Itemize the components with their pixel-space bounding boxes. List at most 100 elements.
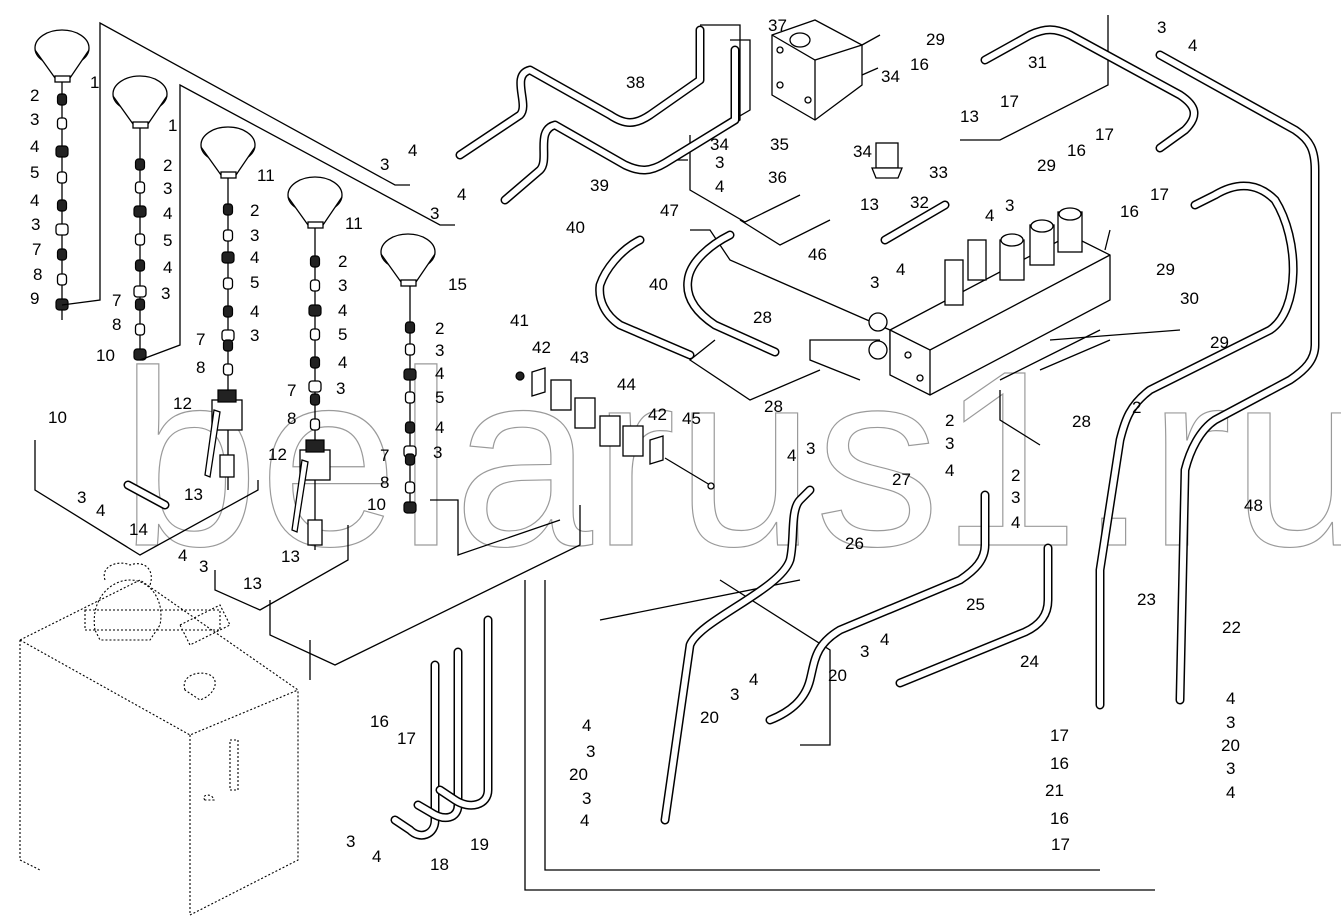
callout-4: 4 (435, 418, 444, 437)
callout-47: 47 (660, 201, 679, 220)
fitting (56, 248, 68, 261)
callout-7: 7 (112, 291, 121, 310)
fitting (222, 229, 234, 242)
callout-3: 3 (430, 204, 439, 223)
ball-valve-12b (291, 439, 331, 546)
callout-16: 16 (370, 712, 389, 731)
callout-17: 17 (1051, 835, 1070, 854)
fitting (309, 393, 321, 406)
fitting (56, 199, 68, 212)
callout-3: 3 (1226, 713, 1235, 732)
callout-33: 33 (929, 163, 948, 182)
callout-3: 3 (161, 284, 170, 303)
callout-12: 12 (173, 394, 192, 413)
pipe-14 (123, 480, 170, 510)
callout-3: 3 (346, 832, 355, 851)
callout-36: 36 (768, 168, 787, 187)
accumulator-1b (112, 75, 168, 129)
callout-3: 3 (1226, 759, 1235, 778)
callout-3: 3 (433, 443, 442, 462)
accumulator-15 (380, 233, 436, 287)
fitting (308, 304, 322, 317)
callout-4: 4 (96, 501, 105, 520)
valve-37 (771, 19, 881, 121)
callout-1: 1 (90, 73, 99, 92)
callout-45: 45 (682, 409, 701, 428)
callout-4: 4 (880, 630, 889, 649)
callout-43: 43 (570, 348, 589, 367)
callout-20: 20 (1221, 736, 1240, 755)
callout-20: 20 (828, 666, 847, 685)
callout-26: 26 (845, 534, 864, 553)
callout-3: 3 (582, 789, 591, 808)
callout-2: 2 (1011, 466, 1020, 485)
fitting (55, 223, 69, 236)
callout-44: 44 (617, 375, 636, 394)
callout-8: 8 (33, 265, 42, 284)
callout-3: 3 (860, 642, 869, 661)
fitting (309, 356, 321, 369)
callout-5: 5 (163, 231, 172, 250)
callout-29: 29 (1156, 260, 1175, 279)
callout-4: 4 (408, 141, 417, 160)
callout-11: 11 (257, 166, 275, 185)
callout-3: 3 (806, 439, 815, 458)
callout-24: 24 (1020, 652, 1039, 671)
callout-16: 16 (1120, 202, 1139, 221)
pipe-32 (880, 200, 950, 245)
callout-5: 5 (435, 388, 444, 407)
pipe-39 (500, 45, 740, 205)
callout-16: 16 (1050, 809, 1069, 828)
callout-8: 8 (287, 409, 296, 428)
callout-3: 3 (336, 379, 345, 398)
callout-labels: 1111111523454378923454378102345437812132… (30, 16, 1263, 874)
fitting (221, 251, 235, 264)
ball-valve-12a (204, 389, 243, 478)
callout-46: 46 (808, 245, 827, 264)
callout-37: 37 (768, 16, 787, 35)
callout-2: 2 (250, 201, 259, 220)
callout-21: 21 (1045, 781, 1064, 800)
accumulator-1a (34, 29, 90, 83)
callout-8: 8 (380, 473, 389, 492)
callout-8: 8 (112, 315, 121, 334)
callout-27: 27 (892, 470, 911, 489)
fitting (133, 205, 147, 218)
callout-3: 3 (77, 488, 86, 507)
callout-42: 42 (648, 405, 667, 424)
fitting (134, 181, 146, 194)
callout-34: 34 (710, 135, 729, 154)
callout-22: 22 (1222, 618, 1241, 637)
callout-17: 17 (1095, 125, 1114, 144)
callout-19: 19 (470, 835, 489, 854)
fitting (308, 380, 322, 393)
fitting (404, 481, 416, 494)
fitting (56, 93, 68, 106)
callout-3: 3 (199, 557, 208, 576)
callout-3: 3 (435, 341, 444, 360)
callout-13: 13 (860, 195, 879, 214)
accumulator-11b (287, 176, 343, 229)
callout-8: 8 (196, 358, 205, 377)
callout-5: 5 (338, 325, 347, 344)
callout-18: 18 (430, 855, 449, 874)
fitting (134, 233, 146, 246)
callout-2: 2 (163, 156, 172, 175)
callout-40: 40 (649, 275, 668, 294)
callout-20: 20 (700, 708, 719, 727)
callout-48: 48 (1244, 496, 1263, 515)
callout-17: 17 (397, 729, 416, 748)
fitting (222, 203, 234, 216)
fitting (404, 453, 416, 466)
callout-16: 16 (1050, 754, 1069, 773)
callout-3: 3 (870, 273, 879, 292)
hose-40b (683, 230, 780, 357)
callout-4: 4 (338, 353, 347, 372)
fitting (134, 259, 146, 272)
fitting (403, 368, 417, 381)
clamp-set (515, 367, 715, 490)
callout-3: 3 (31, 215, 40, 234)
pressure-switch-33 (871, 142, 903, 179)
callout-4: 4 (250, 248, 259, 267)
fitting (309, 418, 321, 431)
